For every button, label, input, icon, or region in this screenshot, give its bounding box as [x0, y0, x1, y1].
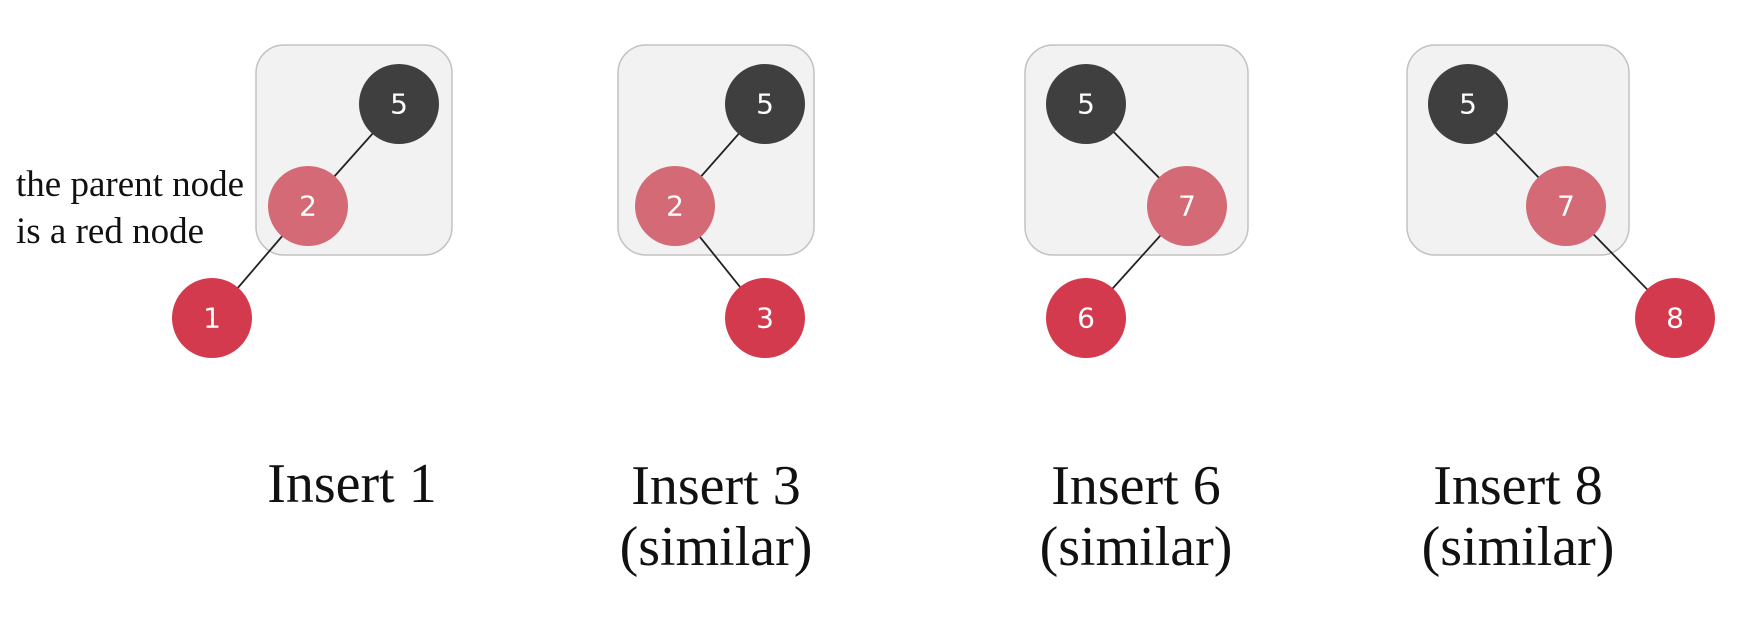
panel-caption: Insert 3	[631, 455, 801, 517]
tree-node-red: 8	[1635, 278, 1715, 358]
node-label: 6	[1077, 302, 1095, 335]
annotation-note: the parent node is a red node	[16, 164, 244, 252]
node-label: 5	[390, 88, 408, 121]
panel-caption: Insert 6	[1051, 455, 1221, 517]
panel-caption: (similar)	[1422, 516, 1615, 578]
node-label: 7	[1178, 190, 1196, 223]
annotation-line: the parent node	[16, 164, 244, 205]
panel-insert-8: 5 7 8 Insert 8 (similar)	[1406, 44, 1715, 578]
tree-node-red: 3	[725, 278, 805, 358]
tree-node-red: 6	[1046, 278, 1126, 358]
tree-node-parent-red: 2	[268, 166, 348, 246]
node-label: 1	[203, 302, 221, 335]
panel-caption: (similar)	[620, 516, 813, 578]
panel-caption: (similar)	[1040, 516, 1233, 578]
panel-caption: Insert 1	[267, 453, 437, 515]
node-label: 7	[1557, 190, 1575, 223]
annotation-line: is a red node	[16, 211, 204, 252]
tree-node-black: 5	[725, 64, 805, 144]
node-label: 5	[1077, 88, 1095, 121]
node-label: 5	[1459, 88, 1477, 121]
node-label: 3	[756, 302, 774, 335]
panel-insert-3: 5 2 3 Insert 3 (similar)	[617, 44, 815, 578]
tree-node-red: 1	[172, 278, 252, 358]
node-label: 2	[666, 190, 684, 223]
tree-node-black: 5	[1046, 64, 1126, 144]
panel-caption: Insert 8	[1433, 455, 1603, 517]
tree-node-parent-red: 7	[1147, 166, 1227, 246]
node-label: 5	[756, 88, 774, 121]
tree-node-black: 5	[359, 64, 439, 144]
node-label: 8	[1666, 302, 1684, 335]
panel-insert-1: 5 2 1 Insert 1	[172, 44, 453, 515]
tree-node-black: 5	[1428, 64, 1508, 144]
tree-node-parent-red: 2	[635, 166, 715, 246]
tree-node-parent-red: 7	[1526, 166, 1606, 246]
node-label: 2	[299, 190, 317, 223]
panel-insert-6: 5 7 6 Insert 6 (similar)	[1024, 44, 1249, 578]
